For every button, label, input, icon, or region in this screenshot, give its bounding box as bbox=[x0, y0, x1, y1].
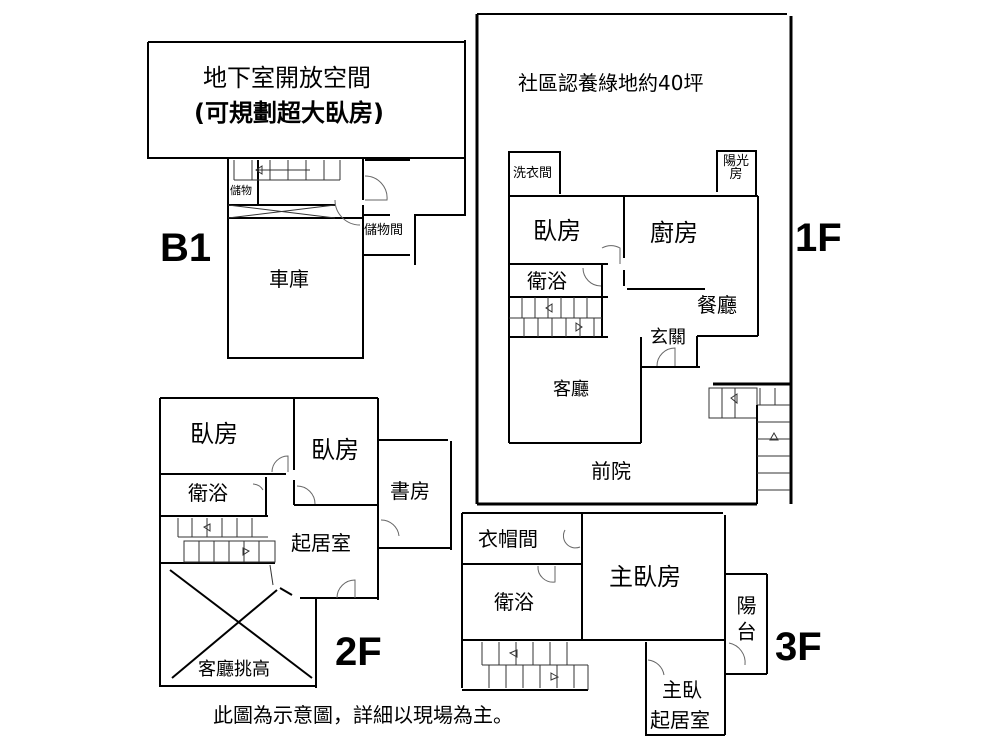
f1-kitchen-label: 廚房 bbox=[650, 219, 698, 247]
f2-plan bbox=[159, 397, 452, 688]
b1-outer-wall bbox=[414, 40, 466, 265]
f2-stairs bbox=[177, 518, 276, 563]
b1-stairs bbox=[233, 160, 341, 181]
f2-study-label: 書房 bbox=[390, 479, 430, 503]
f3-bathroom-label: 衛浴 bbox=[494, 590, 534, 614]
f1-entrance-label: 玄關 bbox=[650, 327, 686, 348]
f1-front-yard-label: 前院 bbox=[591, 459, 631, 483]
f1-interior-stairs bbox=[509, 297, 602, 337]
disclaimer-text: 此圖為示意圖，詳細以現場為主。 bbox=[213, 703, 513, 727]
b1-garage-label: 車庫 bbox=[269, 267, 309, 291]
f1-laundry-label: 洗衣間 bbox=[513, 166, 553, 181]
f3-stairs bbox=[481, 642, 589, 690]
f3-closet-label: 衣帽間 bbox=[478, 527, 538, 551]
b1-storage-small-label: 儲物 bbox=[230, 184, 252, 197]
f1-exterior-stairs bbox=[708, 382, 790, 504]
b1-storage-room-label: 儲物間 bbox=[364, 223, 404, 238]
b1-open-space-note: (可規劃超大臥房) bbox=[194, 99, 384, 127]
b1-plan bbox=[147, 40, 466, 359]
f2-bedroom-2-label: 臥房 bbox=[311, 436, 359, 464]
f2-bedroom-1-label: 臥房 bbox=[190, 420, 238, 448]
f3-master-bedroom-label: 主臥房 bbox=[609, 563, 681, 591]
floor-label-1f: 1F bbox=[795, 216, 842, 260]
floor-label-b1: B1 bbox=[160, 226, 212, 270]
f2-family-room-label: 起居室 bbox=[291, 531, 351, 555]
f1-bathroom-label: 衛浴 bbox=[527, 269, 567, 293]
f2-bathroom-label: 衛浴 bbox=[188, 481, 228, 505]
f2-living-void-label: 客廳挑高 bbox=[198, 659, 270, 680]
f1-sunroom-label: 陽光房 bbox=[722, 154, 749, 182]
f1-bedroom-label: 臥房 bbox=[533, 217, 581, 245]
f3-master-family-label-1: 主臥 bbox=[662, 678, 702, 702]
f1-living-label: 客廳 bbox=[553, 379, 589, 400]
floor-label-2f: 2F bbox=[335, 630, 382, 674]
b1-open-space-label: 地下室開放空間 bbox=[203, 64, 371, 92]
f1-plan bbox=[475, 13, 793, 506]
f3-balcony-label: 陽台 bbox=[733, 595, 757, 647]
f3-plan bbox=[461, 512, 768, 736]
f1-dining-label: 餐廳 bbox=[697, 293, 737, 317]
f3-master-family-label-2: 起居室 bbox=[650, 708, 710, 732]
f1-green-area-label: 社區認養綠地約40坪 bbox=[518, 71, 704, 95]
floor-label-3f: 3F bbox=[775, 625, 822, 669]
